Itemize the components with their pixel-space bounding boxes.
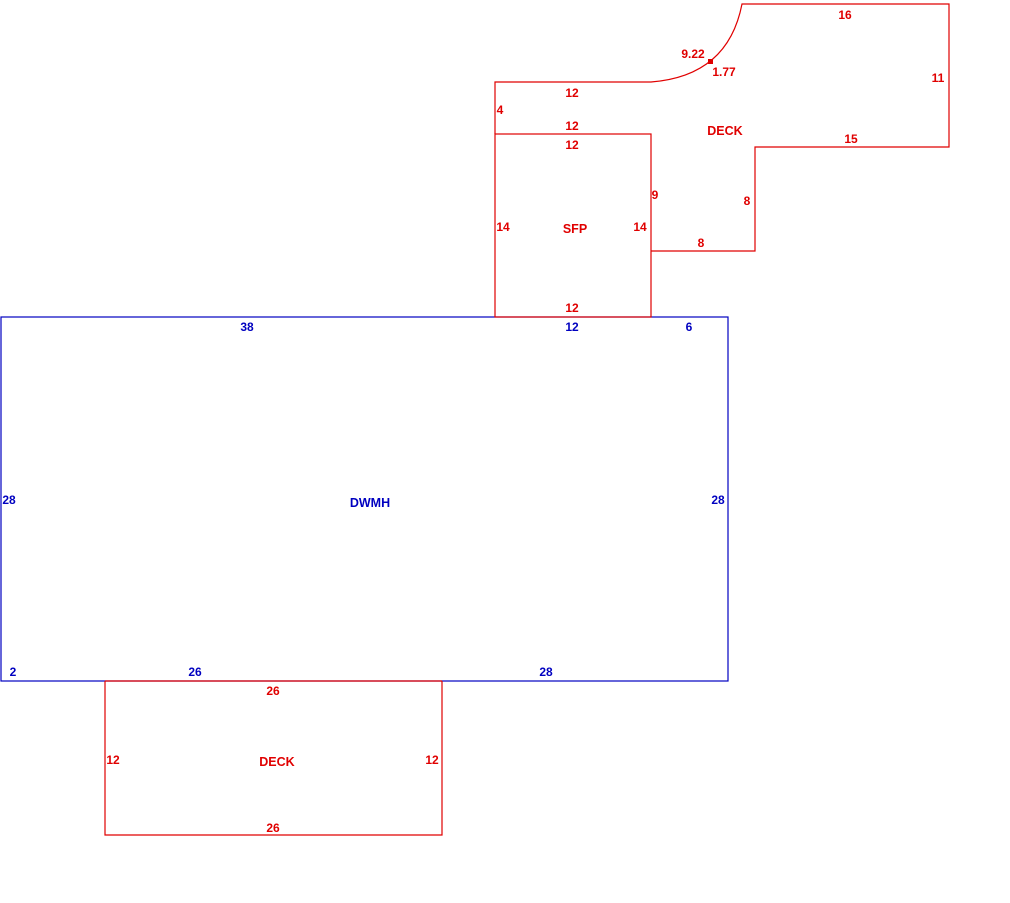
upper-deck-outline — [494, 3, 950, 252]
sfp-outline — [494, 133, 652, 318]
dwmh-dim-bottom-mid: 26 — [188, 665, 202, 679]
upper-deck-dim-inner-top: 12 — [565, 119, 579, 133]
upper-deck-dim-top-left: 12 — [565, 86, 579, 100]
upper-deck-dim-left: 4 — [497, 103, 504, 117]
sfp-dim-left: 14 — [496, 220, 510, 234]
dwmh-area-label: DWMH — [350, 496, 390, 510]
dwmh-dim-left: 28 — [2, 493, 16, 507]
upper-deck-area-label: DECK — [707, 124, 742, 138]
lower-deck-dim-bottom: 26 — [266, 821, 280, 835]
upper-deck-area: DECK 16 11 15 8 8 9 12 4 12 9.22 1.77 — [494, 3, 950, 252]
dwmh-area: DWMH 38 12 6 28 28 2 26 28 — [0, 316, 729, 682]
lower-deck-area-label: DECK — [259, 755, 294, 769]
upper-deck-dim-step-top: 15 — [844, 132, 858, 146]
dwmh-dim-top-mid: 12 — [565, 320, 579, 334]
dwmh-dim-bottom-left: 2 — [10, 665, 17, 679]
lower-deck-dim-top: 26 — [266, 684, 280, 698]
sfp-dim-bottom: 12 — [565, 301, 579, 315]
sfp-dim-top: 12 — [565, 138, 579, 152]
dwmh-dim-right: 28 — [711, 493, 725, 507]
lower-deck-outline — [104, 681, 443, 836]
upper-deck-dim-side: 9 — [652, 188, 659, 202]
lower-deck-area: DECK 26 12 12 26 — [104, 680, 443, 836]
upper-deck-arc-marker — [708, 59, 713, 64]
upper-deck-dim-arc-offset: 1.77 — [712, 65, 736, 79]
sfp-area-label: SFP — [563, 222, 587, 236]
lower-deck-dim-right: 12 — [425, 753, 439, 767]
dwmh-dim-top-right: 6 — [686, 320, 693, 334]
upper-deck-dim-right: 11 — [932, 71, 945, 85]
upper-deck-dim-arc-length: 9.22 — [681, 47, 705, 61]
upper-deck-dim-top: 16 — [838, 8, 852, 22]
upper-deck-dim-step-right: 8 — [744, 194, 751, 208]
dwmh-dim-top-left: 38 — [240, 320, 254, 334]
upper-deck-dim-step-bottom: 8 — [698, 236, 705, 250]
dwmh-dim-bottom-right: 28 — [539, 665, 553, 679]
lower-deck-dim-left: 12 — [106, 753, 120, 767]
sfp-area: SFP 12 14 14 12 — [494, 133, 652, 318]
sfp-dim-right: 14 — [633, 220, 647, 234]
